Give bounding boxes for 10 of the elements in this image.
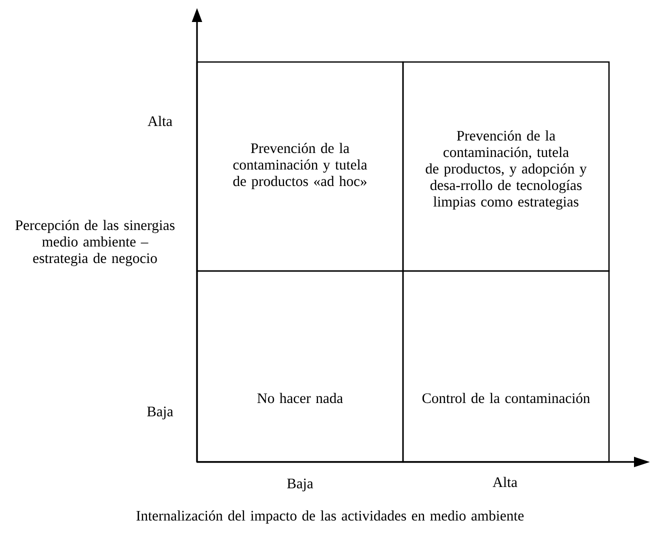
quadrant-box: Prevención de la contaminación, tutela de productos, y adopción y desa-rrollo de tecnologías limpias como estrategias <box>402 61 610 272</box>
axis-label: Baja <box>287 478 314 492</box>
axis-label: Percepción de las sinergias medio ambiente – estrategia de negocio <box>15 220 174 266</box>
axis-label: Internalización del impacto de las actividades en medio ambiente <box>136 510 524 524</box>
axis-label: Baja <box>147 406 174 420</box>
quadrant-box: Prevención de la contaminación y tutela de productos «ad hoc» <box>196 61 404 272</box>
axis-label: Alta <box>148 116 172 126</box>
quadrant-box: Control de la contaminación <box>402 270 610 463</box>
axis-label: Alta <box>492 476 518 488</box>
quadrant-box: No hacer nada <box>196 270 404 463</box>
